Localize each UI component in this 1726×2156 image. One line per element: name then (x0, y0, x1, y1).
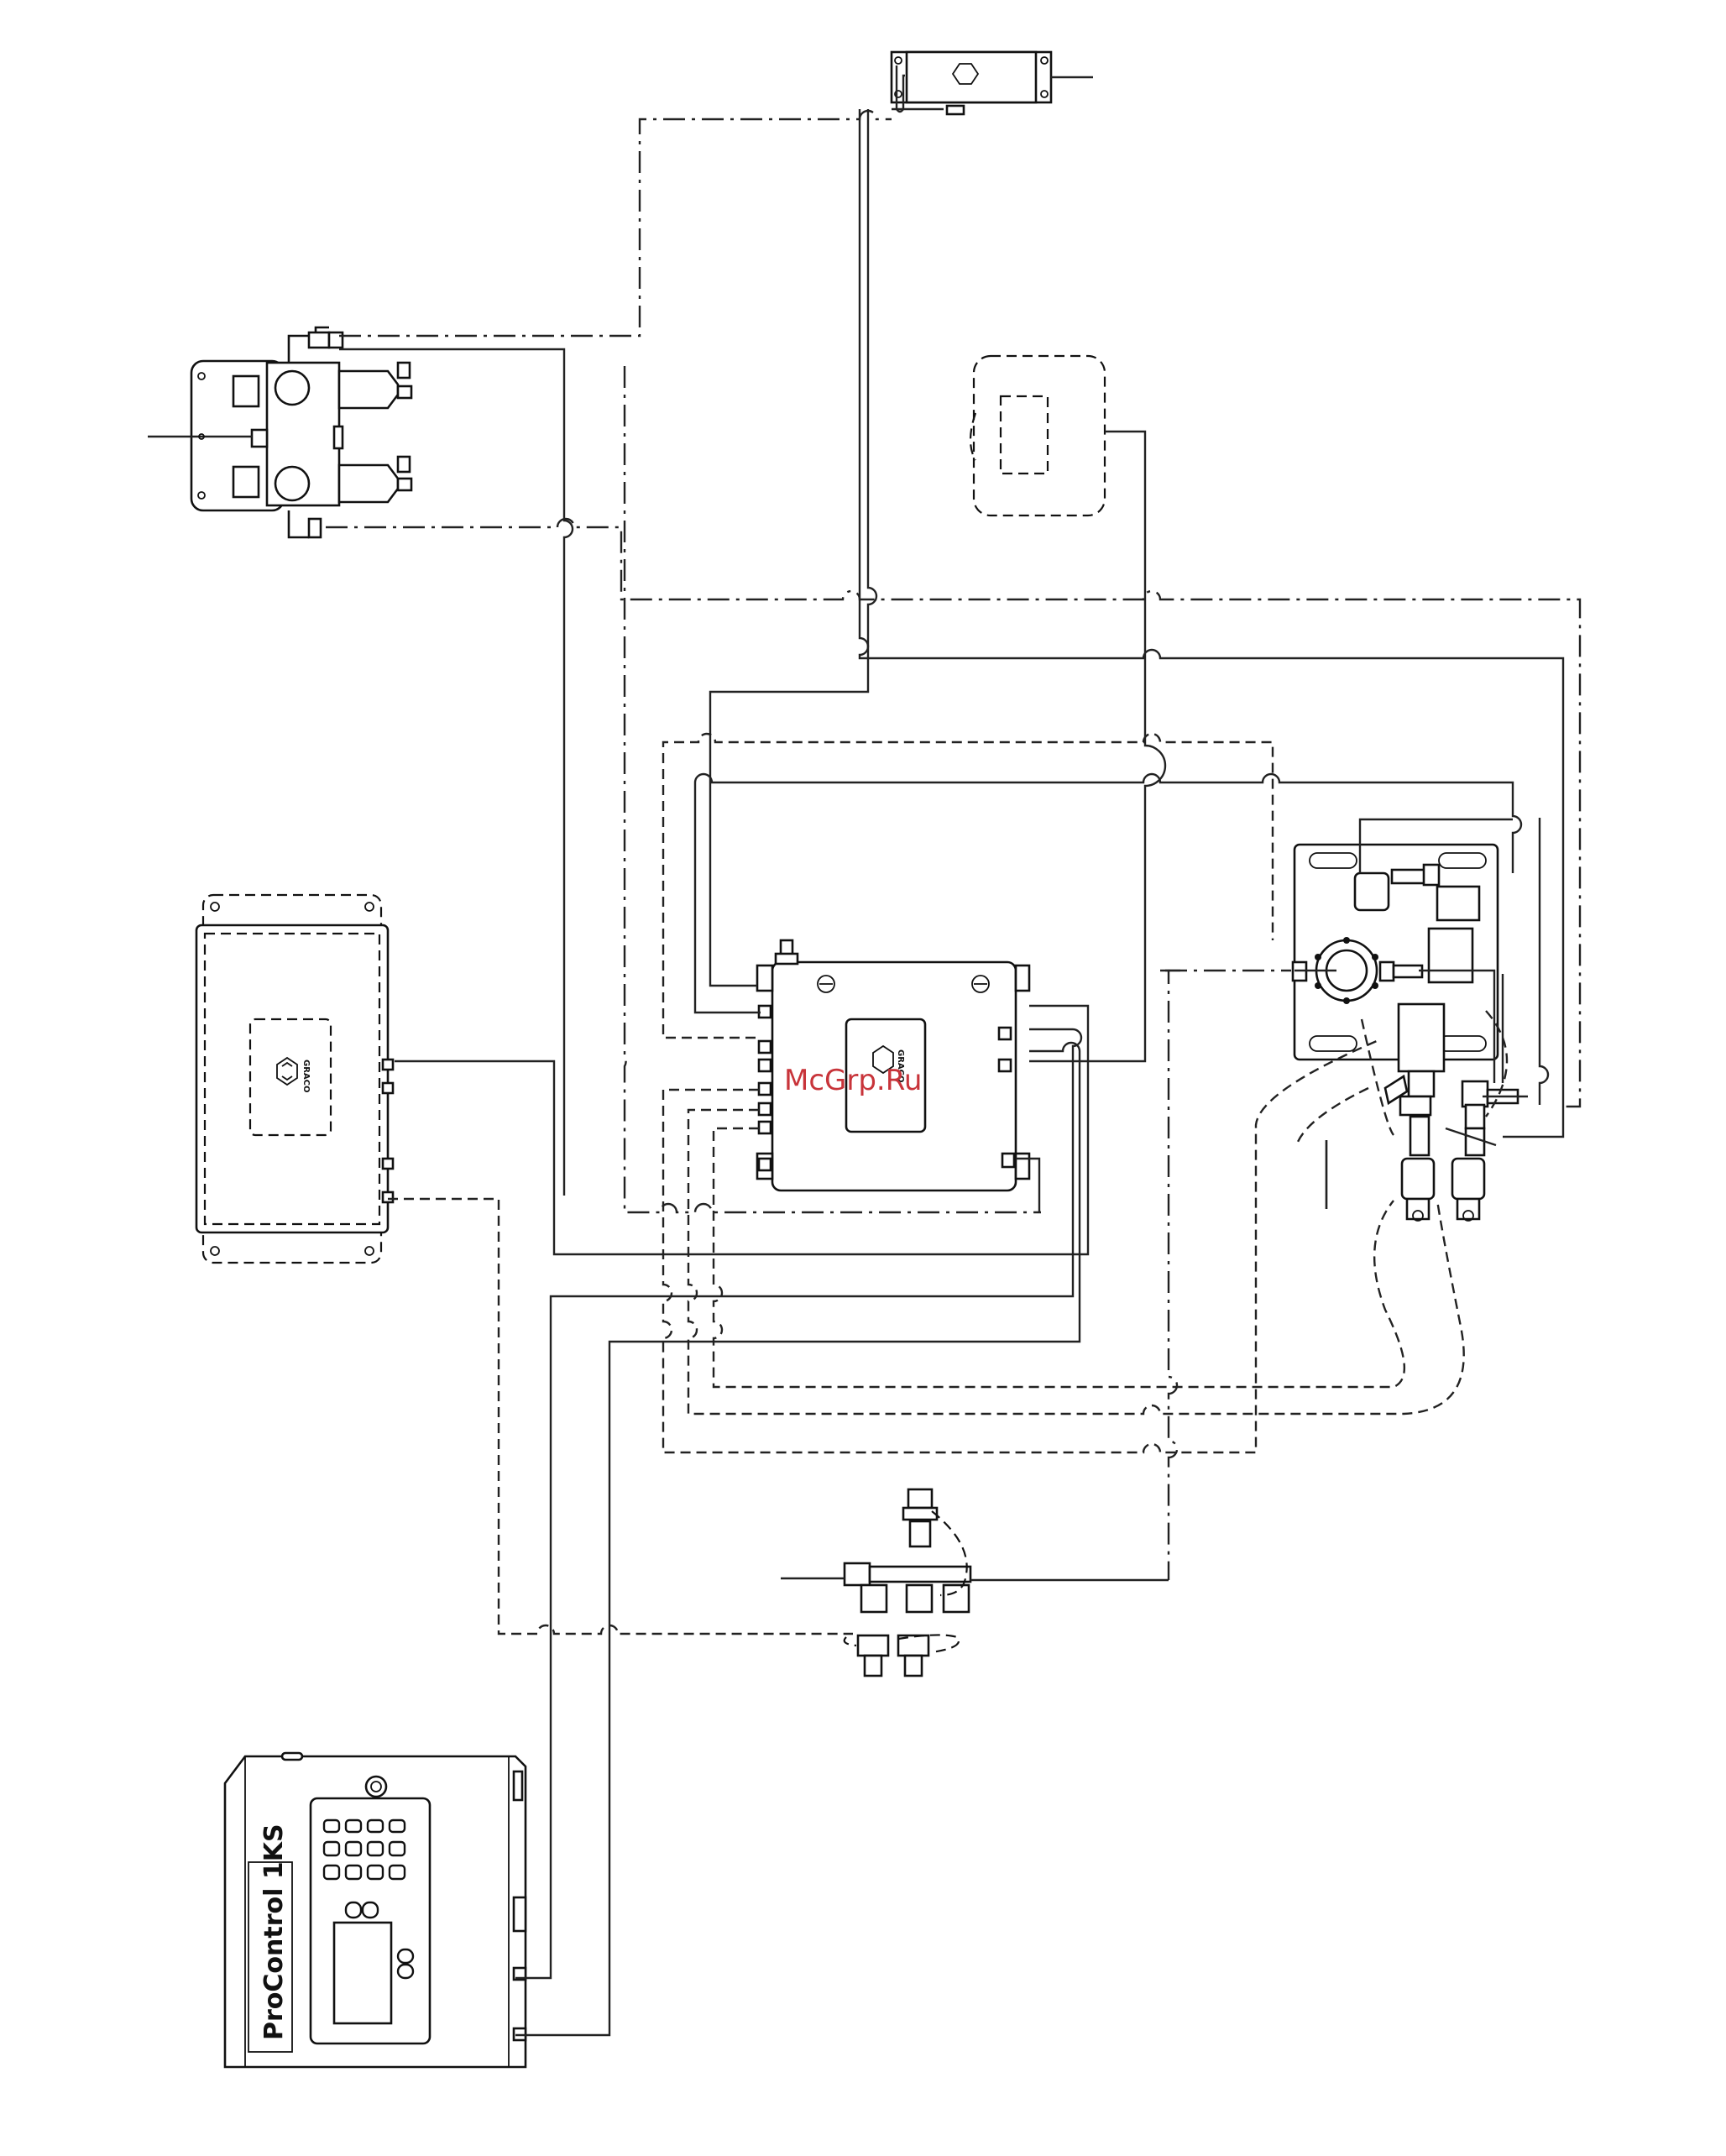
dosing-panel (1293, 845, 1528, 1221)
junction-box (892, 52, 1093, 114)
mix-manifold (781, 1489, 1169, 1676)
control-box: GRACO (196, 895, 393, 1263)
display-screen (334, 1923, 391, 2023)
graco-logo-text: GRACO (301, 1060, 311, 1093)
watermark: McGrp.Ru (784, 1064, 922, 1097)
procontrol-panel: ProControl 1KS (225, 1753, 526, 2067)
procontrol-label: ProControl 1KS (259, 1824, 289, 2040)
optional-module (970, 356, 1105, 515)
air-regulator (148, 327, 411, 537)
